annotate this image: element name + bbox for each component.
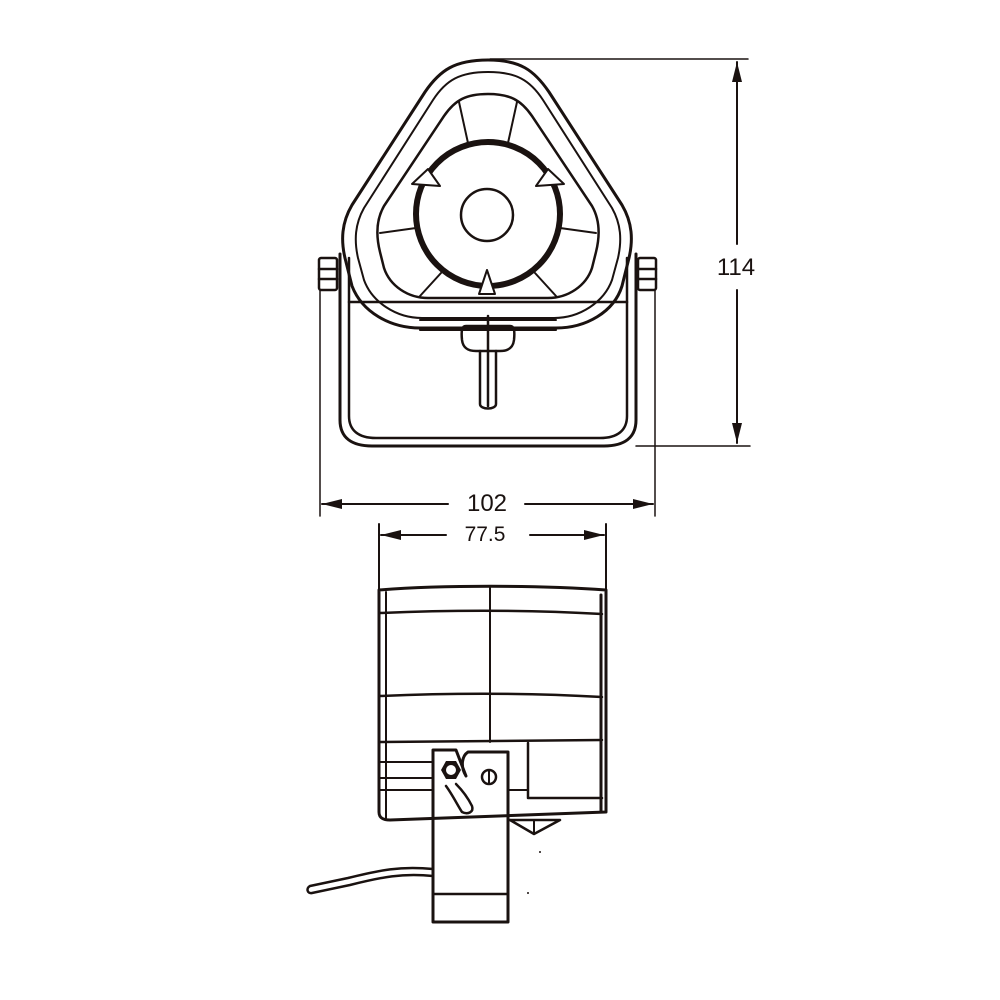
arrow-icon-bottom: [478, 269, 496, 295]
horn-housing-inner: [376, 92, 600, 300]
driver-center: [459, 187, 515, 243]
driver-ring: [413, 139, 563, 289]
dimension-77-5: [378, 523, 607, 591]
bolt-knob-left: [317, 256, 339, 292]
dimension-label-height: 114: [708, 256, 764, 280]
cable-gland: [460, 314, 516, 410]
dimension-label-body-width: 77.5: [452, 524, 518, 545]
mounting-bracket-inner: [347, 256, 629, 440]
arrow-markers: [411, 168, 565, 295]
horn-body-outline: [377, 584, 608, 822]
extension-lines: [319, 58, 751, 517]
front-view: [317, 58, 751, 517]
screw-icon: [480, 768, 498, 786]
horn-ribs: [379, 101, 597, 297]
pivot-bracket-plate: [431, 748, 510, 924]
mounting-bracket-outer: [338, 252, 638, 448]
dimension-label-overall-width: 102: [455, 492, 519, 516]
cable-lead: [306, 866, 435, 895]
bolt-knob-right: [636, 256, 658, 292]
arrow-icon-right: [535, 168, 565, 187]
side-view: [306, 584, 608, 924]
arrow-icon-left: [411, 168, 441, 187]
wing-nut-icon: [441, 761, 474, 815]
